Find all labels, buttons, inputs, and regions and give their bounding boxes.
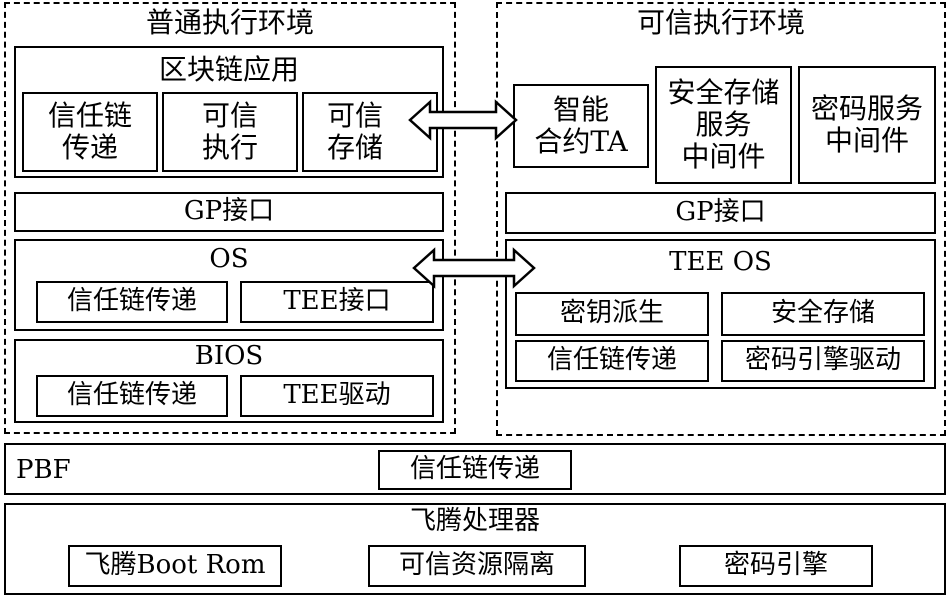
pbf-trust-chain: 信任链传递 [378,450,572,490]
secure-storage-middleware-line2: 服务 [695,107,752,141]
pbf-label: PBF [16,455,71,485]
trust-chain-module: 信任链 传递 [22,92,158,172]
bios-title: BIOS [194,341,264,372]
bios-tee-driver: TEE驱动 [240,375,434,417]
ree-title: 普通执行环境 [145,5,314,39]
secure-storage-middleware-line1: 安全存储 [667,75,780,109]
trust-chain-module-line2: 传递 [61,131,118,164]
trusted-storage-module: 可信 存储 [302,92,438,172]
storage-to-ta-arrow [408,99,518,141]
blockchain-app-title: 区块链应用 [158,52,299,86]
tee-gp-interface: GP接口 [505,192,936,234]
trusted-storage-module-line2: 存储 [326,131,383,164]
crypto-service-middleware-line2: 中间件 [824,124,909,157]
ree-os-trust-chain: 信任链传递 [36,281,228,323]
crypto-service-middleware-line1: 密码服务 [810,91,923,125]
trust-chain-module-line1: 信任链 [47,98,132,132]
processor-boot-rom: 飞腾Boot Rom [68,545,282,587]
processor-resource-isolation: 可信资源隔离 [368,545,586,587]
tee-container [496,2,946,436]
trusted-storage-module-line1: 可信 [326,98,383,132]
secure-storage-middleware-line3: 中间件 [681,140,766,174]
ree-os-tee-interface: TEE接口 [240,281,434,323]
ree-container [4,2,456,434]
crypto-service-middleware: 密码服务 中间件 [798,66,936,184]
tee-os-key-derivation: 密钥派生 [515,292,709,336]
secure-storage-middleware: 安全存储 服务 中间件 [655,66,792,184]
ree-gp-interface: GP接口 [14,192,444,232]
processor-title: 飞腾处理器 [409,506,540,537]
processor-crypto-engine: 密码引擎 [679,545,873,587]
trusted-execution-module: 可信 执行 [162,92,298,172]
tee-os-secure-storage: 安全存储 [721,292,925,336]
trusted-execution-module-line2: 执行 [201,131,258,164]
smart-contract-ta: 智能 合约TA [513,84,649,168]
tee-os-trust-chain: 信任链传递 [515,340,709,382]
ree-os-title: OS [209,244,249,275]
bios-trust-chain: 信任链传递 [36,375,228,417]
tee-os-crypto-engine-driver: 密码引擎驱动 [721,340,925,382]
trusted-execution-module-line1: 可信 [201,98,258,132]
smart-contract-ta-line1: 智能 [552,92,609,126]
tee-os-title: TEE OS [669,247,772,278]
tee-interface-to-tee-os-arrow [412,247,536,289]
smart-contract-ta-line2: 合约TA [534,125,628,158]
tee-title: 可信执行环境 [636,5,805,39]
